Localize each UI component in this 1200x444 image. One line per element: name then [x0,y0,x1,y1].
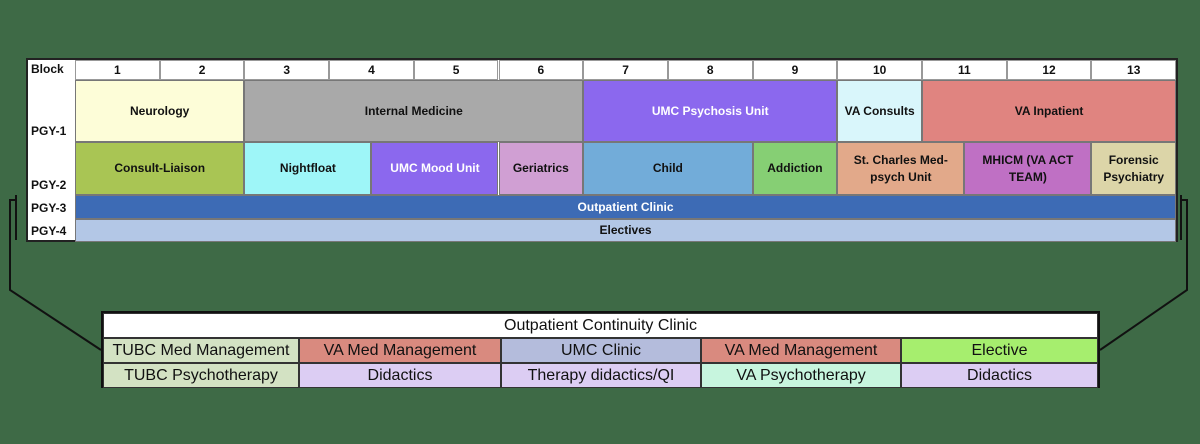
block-number-8: 8 [667,60,753,80]
pgy2-rotation: Forensic Psychiatry [1091,142,1177,195]
block-header-label: Block [31,62,64,76]
pgy1-rotation: Neurology [75,80,245,142]
block-number-3: 3 [244,60,330,80]
block-number-1: 1 [75,60,160,80]
continuity-clinic-table: Outpatient Continuity Clinic TUBC Med Ma… [101,311,1100,388]
pgy2-rotation: Addiction [752,142,838,195]
row-label-pgy3: PGY-3 [31,201,67,215]
block-number-10: 10 [837,60,922,80]
clinic-cell: UMC Clinic [501,338,701,363]
block-number-12: 12 [1006,60,1092,80]
clinic-cell: Didactics [299,363,501,388]
block-number-9: 9 [752,60,838,80]
pgy4-rotation: Electives [75,219,1177,242]
row-label-pgy1: PGY-1 [31,124,67,138]
block-number-13: 13 [1091,60,1177,80]
pgy2-rotation: Child [583,142,753,195]
clinic-cell: Therapy didactics/QI [501,363,701,388]
pgy1-rotation: Internal Medicine [244,80,584,142]
pgy1-rotation: VA Consults [837,80,922,142]
pgy2-rotation: Geriatrics [498,142,584,195]
pgy3-rotation: Outpatient Clinic [75,195,1177,219]
block-number-5: 5 [413,60,499,80]
block-number-2: 2 [159,60,245,80]
clinic-cell: Elective [901,338,1098,363]
clinic-cell: VA Med Management [701,338,901,363]
pgy2-rotation: Nightfloat [244,142,372,195]
pgy2-rotation: Consult-Liaison [75,142,245,195]
row-label-pgy2: PGY-2 [31,178,67,192]
row-label-pgy4: PGY-4 [31,224,67,238]
block-number-6: 6 [498,60,584,80]
block-number-7: 7 [583,60,668,80]
block-number-4: 4 [329,60,414,80]
clinic-title: Outpatient Continuity Clinic [103,313,1098,338]
clinic-cell: Didactics [901,363,1098,388]
clinic-cell: TUBC Med Management [103,338,299,363]
pgy2-rotation: St. Charles Med-psych Unit [837,142,965,195]
clinic-cell: TUBC Psychotherapy [103,363,299,388]
pgy1-rotation: UMC Psychosis Unit [583,80,838,142]
pgy1-rotation: VA Inpatient [922,80,1177,142]
clinic-cell: VA Med Management [299,338,501,363]
pgy2-rotation: MHICM (VA ACT TEAM) [964,142,1092,195]
clinic-cell: VA Psychotherapy [701,363,901,388]
pgy2-rotation: UMC Mood Unit [371,142,499,195]
block-number-11: 11 [922,60,1007,80]
